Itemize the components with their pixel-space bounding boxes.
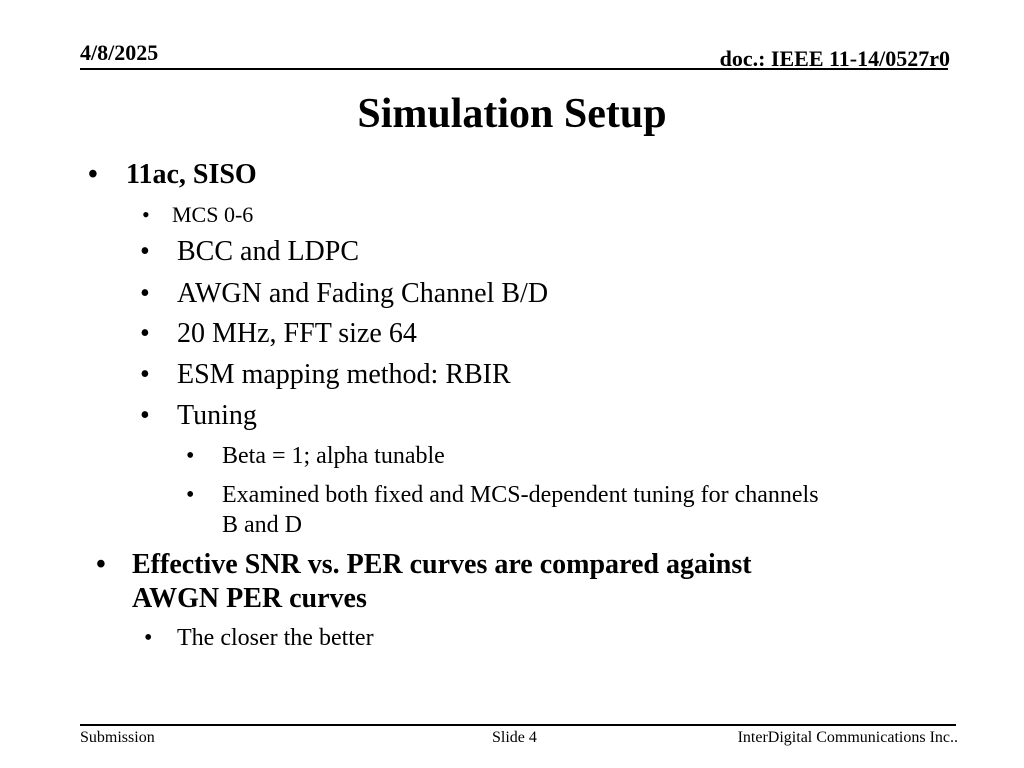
bullet-glyph: • — [96, 549, 106, 580]
bullet-bcc-ldpc: BCC and LDPC — [177, 236, 360, 267]
bullet-glyph: • — [140, 400, 150, 431]
header-divider — [80, 68, 948, 70]
bullet-glyph: • — [140, 278, 150, 309]
footer-submission: Submission — [80, 729, 155, 746]
bullet-mcs: MCS 0-6 — [172, 202, 254, 227]
bullet-closer-better: The closer the better — [177, 625, 374, 651]
bullet-glyph: • — [140, 318, 150, 349]
bullet-glyph: • — [88, 159, 98, 190]
bullet-awgn-fading: AWGN and Fading Channel B/D — [177, 278, 549, 309]
bullet-glyph: • — [140, 359, 150, 390]
bullet-esm-mapping: ESM mapping method: RBIR — [177, 359, 511, 390]
bullet-beta-alpha: Beta = 1; alpha tunable — [222, 443, 445, 469]
header-date: 4/8/2025 — [80, 40, 159, 65]
bullet-glyph: • — [186, 443, 195, 469]
bullet-bandwidth-fft: 20 MHz, FFT size 64 — [177, 318, 417, 349]
bullet-glyph: • — [140, 236, 150, 267]
slide-title: Simulation Setup — [357, 91, 667, 137]
bullet-examined-tuning-cont: B and D — [222, 512, 302, 538]
footer-company: InterDigital Communications Inc.. — [737, 729, 958, 746]
bullet-effective-snr: Effective SNR vs. PER curves are compare… — [132, 549, 752, 580]
bullet-tuning: Tuning — [177, 400, 257, 431]
footer-slide-number: Slide 4 — [492, 729, 537, 746]
bullet-glyph: • — [186, 482, 195, 508]
footer-divider — [80, 724, 956, 726]
bullet-glyph: • — [142, 202, 150, 227]
bullet-11ac-siso: 11ac, SISO — [126, 159, 257, 190]
header-doc-id: doc.: IEEE 11-14/0527r0 — [719, 46, 950, 71]
bullet-examined-tuning: Examined both fixed and MCS-dependent tu… — [222, 482, 819, 508]
bullet-glyph: • — [144, 625, 153, 651]
bullet-effective-snr-cont: AWGN PER curves — [132, 583, 367, 614]
